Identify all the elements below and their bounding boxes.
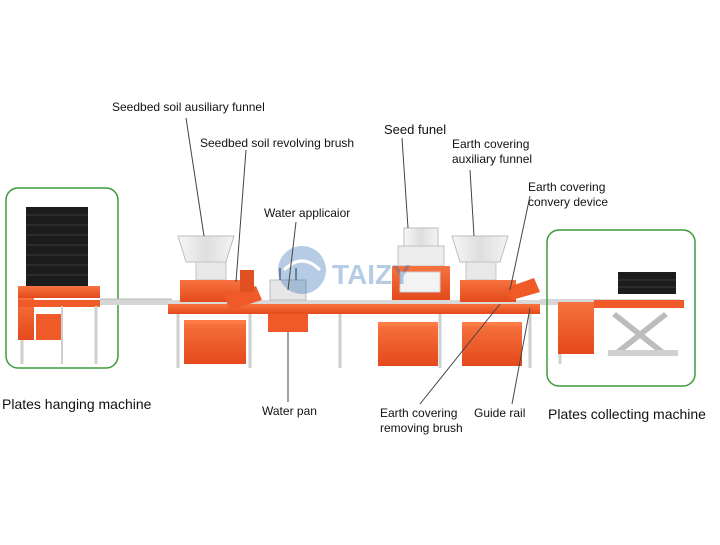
- scissor-lift-b: [616, 312, 668, 354]
- hanging-rail: [18, 300, 100, 307]
- water-pan-shape: [268, 314, 308, 332]
- watermark-globe: [278, 246, 326, 294]
- collecting-rail: [594, 300, 684, 308]
- label-seedbed-soil-funnel: Seedbed soil ausiliary funnel: [112, 100, 265, 114]
- soil-bin-1: [184, 320, 246, 364]
- watermark-text: TAIZY: [332, 259, 411, 290]
- earth-hopper: [451, 235, 509, 263]
- seedbed-soil-unit: [177, 235, 262, 310]
- soil-bin-3: [462, 322, 522, 366]
- label-earth-covering-brush: Earth covering removing brush: [380, 406, 463, 436]
- label-water-applicator: Water applicaior: [264, 206, 351, 220]
- plates-hanging-highlight: [5, 187, 119, 369]
- earth-brush-line-2: removing brush: [380, 421, 463, 435]
- earth-convey-line-1: Earth covering: [528, 180, 606, 194]
- earth-funnel-line-2: auxiliary funnel: [452, 152, 533, 166]
- seed-hopper: [403, 227, 439, 247]
- tray-stack: [26, 207, 88, 287]
- hanging-left-box: [18, 298, 34, 340]
- main-conveyor-belt: [168, 300, 540, 304]
- earth-convey-line-2: convery device: [528, 195, 609, 209]
- label-water-pan: Water pan: [262, 404, 317, 418]
- collecting-cabinet: [558, 302, 594, 354]
- earth-covering-unit: [451, 235, 540, 302]
- plates-collecting-highlight: [546, 229, 696, 387]
- seedbed-hopper: [177, 235, 235, 263]
- label-guide-rail: Guide rail: [474, 406, 526, 420]
- tray-stack-lines: [26, 214, 88, 276]
- label-seedbed-soil-brush: Seedbed soil revolving brush: [200, 136, 355, 150]
- label-earth-covering-convey: Earth covering convery device: [528, 180, 608, 210]
- earth-funnel-line-1: Earth covering: [452, 137, 530, 151]
- label-plates-collecting-machine: Plates collecting machine: [548, 406, 706, 422]
- watermark-logo: [278, 246, 326, 294]
- earth-convey-shape: [506, 278, 540, 300]
- hanging-motor: [36, 314, 62, 340]
- earth-body: [460, 280, 516, 302]
- main-conveyor: [168, 300, 540, 368]
- earth-brush-line-1: Earth covering: [380, 406, 458, 420]
- main-conveyor-rail: [168, 304, 540, 314]
- leader-lines: [185, 117, 531, 405]
- seed-funnel-unit: [392, 227, 450, 300]
- soil-bin-2: [378, 322, 438, 366]
- collected-trays: [618, 272, 676, 294]
- left-connector-conveyor: [100, 299, 172, 305]
- label-seed-funel: Seed funel: [384, 122, 447, 137]
- plates-hanging-machine: [18, 207, 100, 364]
- label-plates-hanging-machine: Plates hanging machine: [2, 396, 152, 412]
- label-earth-covering-funnel: Earth covering auxiliary funnel: [452, 137, 532, 167]
- hanging-top-bar: [18, 286, 100, 298]
- plates-collecting-machine: [558, 272, 684, 364]
